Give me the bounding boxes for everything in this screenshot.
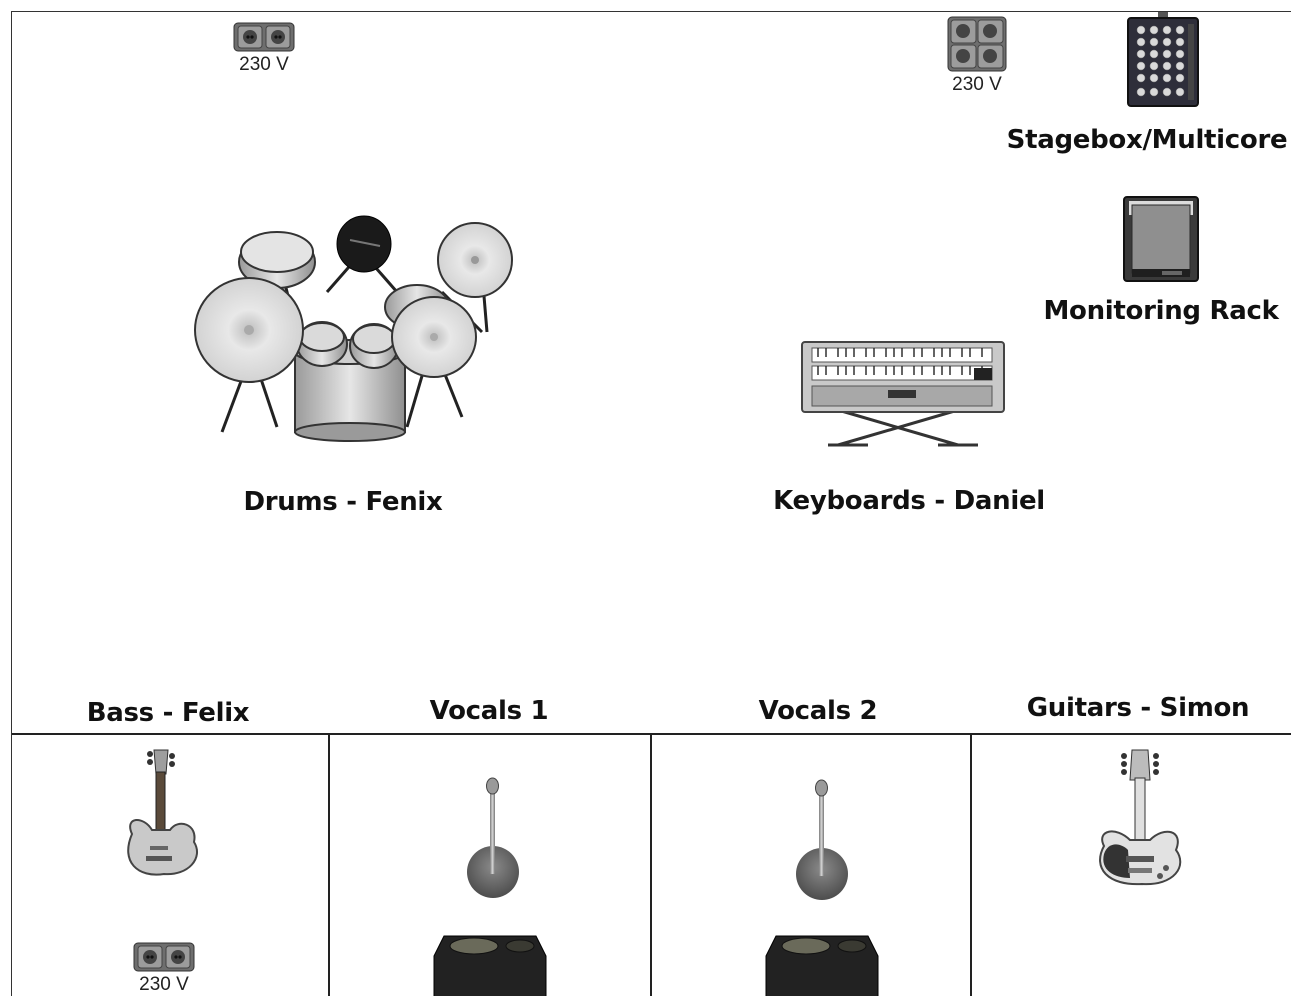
stagebox-icon[interactable]: [1124, 12, 1202, 110]
monitor-speaker-icon[interactable]: [432, 932, 548, 996]
electric-guitar-icon[interactable]: [1090, 746, 1190, 891]
microphone-icon[interactable]: [792, 778, 852, 903]
power-outlet-icon[interactable]: [133, 942, 195, 972]
vocals1-label: Vocals 1: [429, 696, 549, 726]
bass-label: Bass - Felix: [86, 698, 250, 728]
vocals2-label: Vocals 2: [758, 696, 878, 726]
drum-kit-icon[interactable]: [182, 212, 522, 442]
section-divider: [970, 733, 972, 996]
power-voltage-label: 230 V: [239, 54, 289, 75]
power-outlet-icon[interactable]: [233, 22, 295, 52]
power-voltage-label: 230 V: [952, 74, 1002, 95]
stage-plot: 230 V 230 V Stagebox/Multicore Monito: [11, 11, 1291, 996]
drums-label: Drums - Fenix: [243, 487, 443, 517]
guitars-label: Guitars - Simon: [1026, 693, 1250, 723]
section-divider: [650, 733, 652, 996]
monitor-speaker-icon[interactable]: [764, 932, 880, 996]
microphone-icon[interactable]: [463, 776, 523, 901]
power-outlet-icon[interactable]: [947, 16, 1007, 72]
section-divider: [328, 733, 330, 996]
power-voltage-label: 230 V: [139, 974, 189, 995]
monitoring-rack-icon[interactable]: [1122, 195, 1200, 285]
bass-guitar-icon[interactable]: [114, 746, 206, 881]
monitoring-rack-label: Monitoring Rack: [1043, 296, 1279, 326]
keyboard-icon[interactable]: [798, 340, 1008, 450]
keyboards-label: Keyboards - Daniel: [773, 486, 1045, 516]
stagebox-label: Stagebox/Multicore: [1006, 125, 1288, 155]
